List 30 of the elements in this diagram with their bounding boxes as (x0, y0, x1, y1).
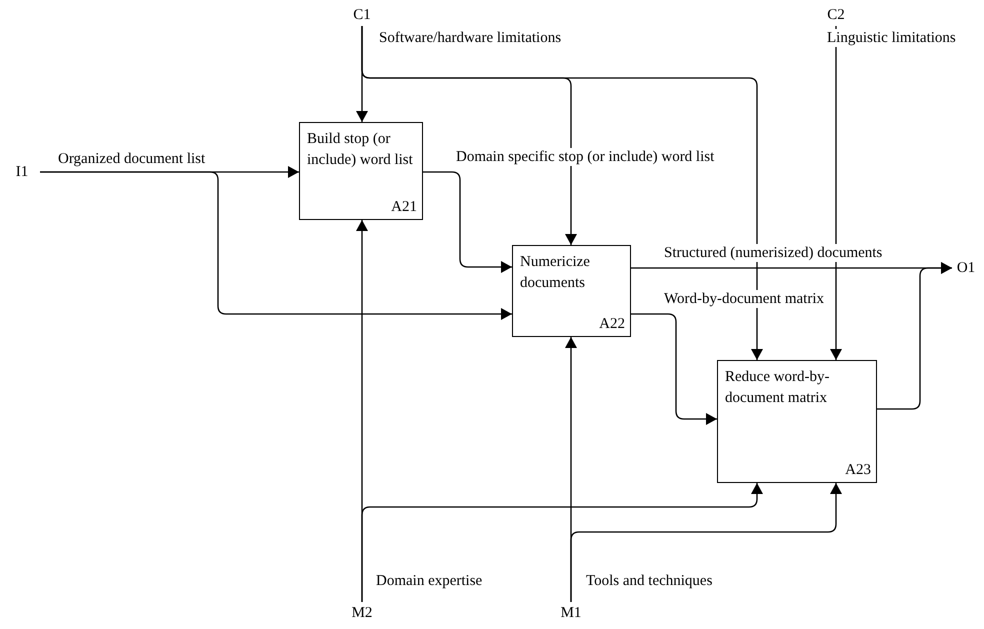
boundary-label: I1 (4, 162, 40, 182)
arrow (877, 262, 952, 410)
activity-label: Build stop (or include) word list (307, 130, 414, 170)
edge-label: Linguistic limitations (826, 29, 957, 47)
boundary-label: C1 (350, 4, 374, 26)
arrow (361, 483, 763, 602)
edge-label: Organized document list (57, 150, 206, 168)
arrow (830, 26, 842, 360)
activity-box (717, 360, 877, 483)
arrow (361, 26, 763, 360)
edge-label: Domain expertise (375, 572, 484, 590)
activity-box (512, 245, 631, 337)
arrow (631, 313, 717, 425)
boundary-label: M2 (348, 602, 376, 624)
edge-label: Word-by-document matrix (663, 290, 825, 308)
activity-label: Reduce word-by-document matrix (725, 368, 831, 408)
edge-label: Structured (numerisized) documents (663, 244, 884, 262)
activity-number: A22 (599, 315, 625, 333)
edge-label: Tools and techniques (585, 572, 714, 590)
activity-number: A23 (845, 461, 871, 479)
activity-label: Numericize documents (520, 253, 591, 293)
arrow (423, 171, 512, 273)
activity-number: A21 (391, 198, 417, 216)
arrow (40, 171, 512, 320)
edge-label: Domain specific stop (or include) word list (455, 148, 716, 166)
arrow (570, 483, 842, 602)
boundary-label: O1 (952, 258, 980, 278)
activity-box (299, 122, 423, 220)
boundary-label: C2 (824, 4, 848, 26)
boundary-label: M1 (557, 602, 585, 624)
